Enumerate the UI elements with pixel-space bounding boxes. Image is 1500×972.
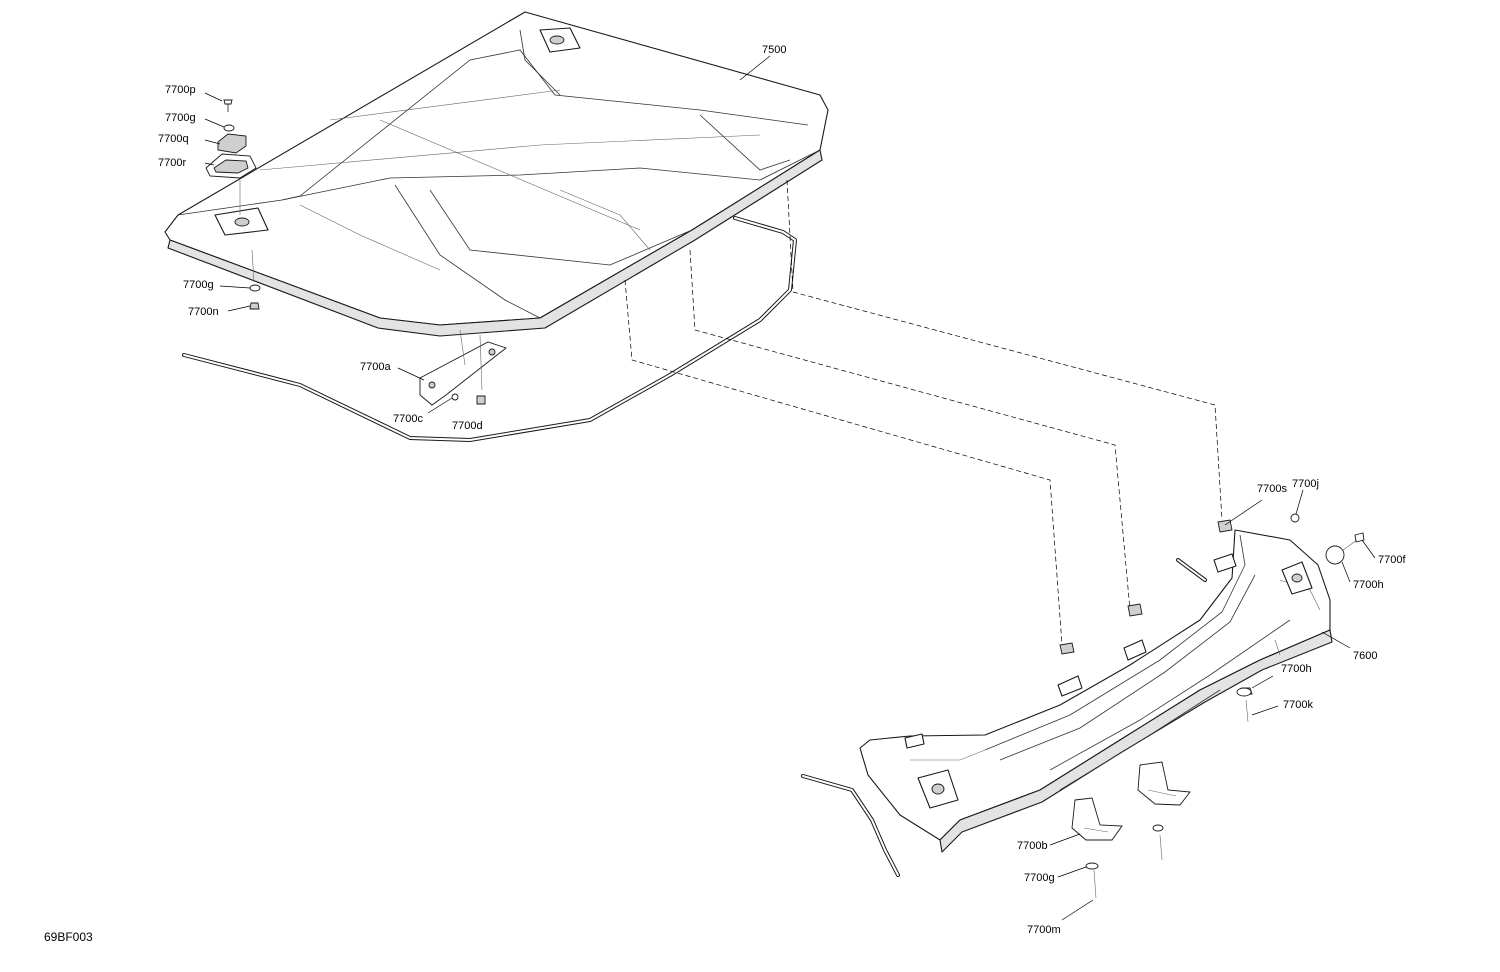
roof-lower-nut — [249, 249, 261, 310]
bump-stops-7700b — [1071, 761, 1191, 841]
callout-7700r: 7700r — [158, 157, 186, 169]
callout-7700d: 7700d — [452, 420, 483, 432]
callout-7700j: 7700j — [1292, 478, 1319, 490]
callout-7500: 7500 — [762, 44, 786, 56]
callout-7700h-mid: 7700h — [1281, 663, 1312, 675]
beam-lower-hardware — [1085, 639, 1281, 899]
callout-7700b: 7700b — [1017, 840, 1048, 852]
callout-7700q: 7700q — [158, 133, 189, 145]
callout-7700p: 7700p — [165, 84, 196, 96]
callout-7700a: 7700a — [360, 361, 391, 373]
roof-panel-7500 — [164, 11, 829, 337]
callout-7700k: 7700k — [1283, 699, 1313, 711]
roof-fastener-stack — [205, 99, 257, 215]
callout-7700n: 7700n — [188, 306, 219, 318]
figure-id: 69BF003 — [44, 930, 93, 944]
callout-7700m: 7700m — [1027, 924, 1061, 936]
callout-labels: 7500 7700p 7700g 7700q 7700r 7700g 7700n… — [44, 44, 1406, 944]
rear-beam-7600 — [859, 519, 1333, 853]
callout-7700f: 7700f — [1378, 554, 1406, 566]
callout-7700g-top: 7700g — [165, 112, 196, 124]
callout-leaders — [204, 55, 1376, 921]
assembly-lines — [624, 179, 1223, 646]
beam-upper-hardware — [1290, 513, 1365, 565]
callout-7700s: 7700s — [1257, 483, 1287, 495]
beam-seals — [801, 558, 1207, 877]
roof-seal-strip — [182, 216, 797, 442]
callout-7700g-left: 7700g — [183, 279, 214, 291]
bracket-7700a — [419, 329, 507, 406]
callout-7700h-right: 7700h — [1353, 579, 1384, 591]
callout-7700g-bottom: 7700g — [1024, 872, 1055, 884]
callout-7600: 7600 — [1353, 650, 1377, 662]
callout-7700c: 7700c — [393, 413, 423, 425]
